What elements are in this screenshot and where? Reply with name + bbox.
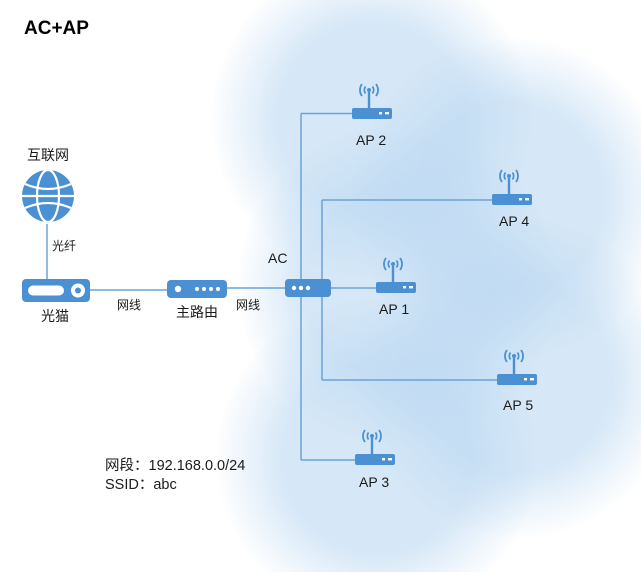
cable2-label: 网线 [236,298,261,312]
diagram-title: AC+AP [24,18,89,39]
ap3-label: AP 3 [359,474,390,490]
ap2-label: AP 2 [356,132,387,148]
ap5-label: AP 5 [503,397,534,413]
modem-icon [22,279,90,302]
fiber-label: 光纤 [52,239,77,253]
ap4-label: AP 4 [499,213,530,229]
ap5-icon [494,348,540,388]
modem-label: 光猫 [41,308,69,324]
cable1-label: 网线 [117,298,142,312]
ap1-label: AP 1 [379,301,410,317]
ap2-icon [349,82,395,122]
internet-label: 互联网 [27,147,69,163]
ac-controller-icon [285,279,331,297]
ap4-icon [489,168,535,208]
ap3-icon [352,428,398,468]
ac-label: AC [268,250,288,266]
main-router-icon [167,280,227,298]
router-label: 主路由 [176,304,218,320]
internet-globe-icon [20,168,76,224]
ssid-text: SSID：abc [105,477,177,493]
ap1-icon [373,256,419,296]
subnet-text: 网段：192.168.0.0/24 [105,458,246,474]
